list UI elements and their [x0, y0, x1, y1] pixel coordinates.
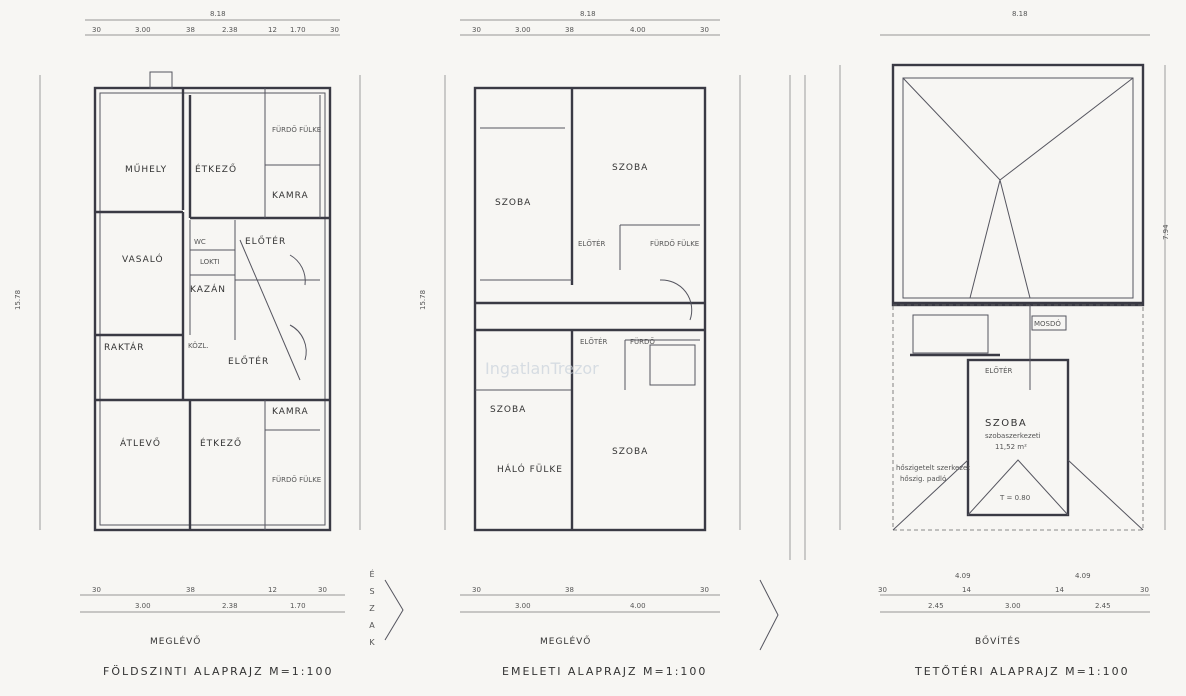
room-area: 11,52 m²	[995, 443, 1027, 451]
p3-dim: 2.45	[928, 602, 944, 610]
watermark: IngatlanTrezor	[485, 359, 599, 378]
p3-height-total: 7.94	[1162, 224, 1170, 240]
p3-dim: 14	[1055, 586, 1064, 594]
room-label: ÁTLEVŐ	[120, 437, 161, 449]
p3-dim: 30	[1140, 586, 1149, 594]
p1-dim: 3.00	[135, 602, 151, 610]
p2-dim: 38	[565, 586, 574, 594]
p3-dim: 30	[878, 586, 887, 594]
note: hőszigetelt szerkezet	[896, 463, 970, 472]
room-label: ELŐTÉR	[985, 366, 1013, 375]
p1-width-total: 8.18	[210, 10, 226, 18]
room-label: WC	[194, 238, 206, 246]
p2-height-total: 15.78	[419, 290, 427, 310]
p2-dim: 3.00	[515, 602, 531, 610]
note: T = 0.80	[999, 494, 1030, 502]
north-arrow-label: ÉSZAK	[368, 568, 377, 655]
room-label: SZOBA	[495, 198, 531, 208]
p1-dim: 12	[268, 586, 277, 594]
p2-dim: 30	[700, 26, 709, 34]
p2-dim: 38	[565, 26, 574, 34]
p1-dim: 3.00	[135, 26, 151, 34]
p1-height-total: 15.78	[14, 290, 22, 310]
room-label: LOKTI	[200, 258, 220, 266]
p2-dim: 3.00	[515, 26, 531, 34]
p1-dim: 1.70	[290, 26, 306, 34]
p1-dim: 12	[268, 26, 277, 34]
room-label: ELŐTÉR	[580, 337, 608, 346]
p3-dim: 14	[962, 586, 971, 594]
room-label: KAZÁN	[190, 283, 226, 295]
p2-title: EMELETI ALAPRAJZ M=1:100	[502, 665, 707, 678]
ground-floor-plan: 8.18 30 3.00 38 2.38 12 1.70 30 30 3.00 …	[14, 10, 361, 678]
p2-dim: 4.00	[630, 602, 646, 610]
p3-dim: 3.00	[1005, 602, 1021, 610]
p3-status: BŐVÍTÉS	[975, 635, 1021, 647]
room-label: ELŐTÉR	[578, 239, 606, 248]
room-label: FÜRDŐ	[630, 337, 655, 346]
room-note: szobaszerkezeti	[985, 432, 1041, 440]
p1-dim: 38	[186, 586, 195, 594]
room-label: FÜRDŐ FÜLKE	[650, 239, 699, 248]
room-label: ELŐTÉR	[245, 235, 286, 247]
p2-status: MEGLÉVŐ	[540, 635, 591, 647]
p2-width-total: 8.18	[580, 10, 596, 18]
room-label: FÜRDŐ FÜLKE	[272, 475, 321, 484]
first-floor-plan: 8.18 30 3.00 38 4.00 30 30 3.00 38 4.00 …	[419, 10, 806, 678]
room-label: SZOBA	[490, 405, 526, 415]
room-label: KAMRA	[272, 191, 309, 201]
p3-dim: 4.09	[955, 572, 971, 580]
p2-dim: 4.00	[630, 26, 646, 34]
p1-title: FÖLDSZINTI ALAPRAJZ M=1:100	[103, 665, 334, 678]
p1-dim: 2.38	[222, 602, 238, 610]
p3-dim: 2.45	[1095, 602, 1111, 610]
p1-dim: 2.38	[222, 26, 238, 34]
p1-dim: 30	[92, 26, 101, 34]
room-label: RAKTÁR	[104, 341, 144, 353]
p1-status: MEGLÉVŐ	[150, 635, 201, 647]
room-label: SZOBA	[612, 447, 648, 457]
north-arrow: ÉSZAK	[368, 568, 404, 655]
north-arrow-2	[759, 579, 779, 651]
room-label: MOSDÓ	[1034, 319, 1061, 328]
p3-title: TETŐTÉRI ALAPRAJZ M=1:100	[914, 664, 1130, 678]
p1-dim: 30	[330, 26, 339, 34]
p1-dim: 1.70	[290, 602, 306, 610]
room-label: KÖZL.	[188, 341, 209, 350]
room-label: SZOBA	[612, 163, 648, 173]
p3-dim: 4.09	[1075, 572, 1091, 580]
room-label: HÁLÓ FÜLKE	[497, 463, 563, 475]
attic-floor-plan: 8.18 7.94 30 2.45 14 3.00 14 2.45 30 4.0…	[839, 10, 1170, 678]
room-label: VASALÓ	[122, 253, 164, 265]
room-label: ÉTKEZŐ	[200, 437, 242, 449]
room-label: MŰHELY	[125, 164, 167, 175]
p2-dim: 30	[472, 586, 481, 594]
p3-width-total: 8.18	[1012, 10, 1028, 18]
p1-dim: 30	[92, 586, 101, 594]
room-label: FÜRDŐ FÜLKE	[272, 125, 321, 134]
room-label: KAMRA	[272, 407, 309, 417]
p2-dim: 30	[700, 586, 709, 594]
room-label: SZOBA	[985, 418, 1027, 429]
note: hőszig. padló	[900, 474, 946, 483]
room-label: ÉTKEZŐ	[195, 163, 237, 175]
p1-dim: 38	[186, 26, 195, 34]
room-label: ELŐTÉR	[228, 355, 269, 367]
p1-dim: 30	[318, 586, 327, 594]
p2-dim: 30	[472, 26, 481, 34]
